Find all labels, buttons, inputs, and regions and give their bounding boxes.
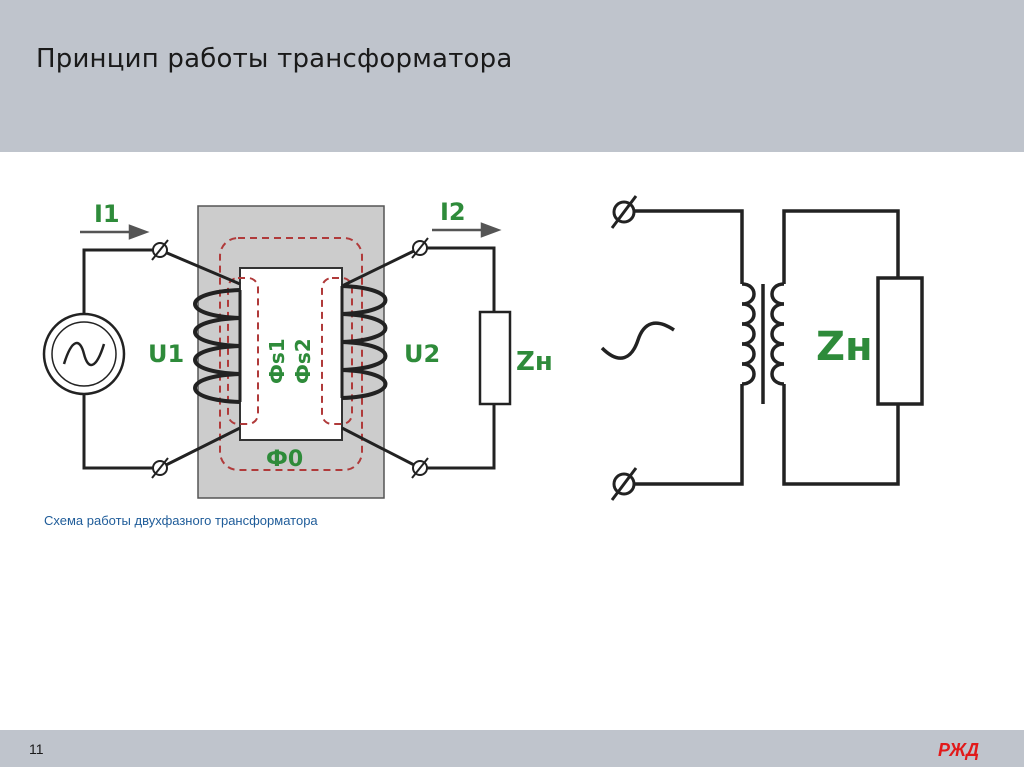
terminal-icon xyxy=(610,195,638,229)
label-phi-0: Ф0 xyxy=(266,447,303,472)
flux-leakage-secondary xyxy=(321,277,353,425)
diagram-caption: Схема работы двухфазного трансформатора xyxy=(44,513,318,528)
terminal-icon xyxy=(610,467,638,501)
slide-footer: 11 РЖД xyxy=(0,730,1024,767)
label-phi-s1: Фs1 xyxy=(265,338,289,384)
ac-source xyxy=(42,312,126,396)
flux-leakage-primary xyxy=(227,277,259,425)
rzd-logo: РЖД xyxy=(938,740,979,760)
slide-title: Принцип работы трансформатора xyxy=(36,44,513,74)
label-zn-right: Zн xyxy=(816,324,873,370)
flux-main-path xyxy=(219,237,363,471)
label-i1: I1 xyxy=(94,200,120,228)
primary-winding xyxy=(193,288,242,404)
schematic-primary-coil xyxy=(740,282,756,398)
terminal-icon xyxy=(151,239,169,261)
transformer-diagram: I1 I2 U1 U2 Zн Фs1 Фs2 Ф0 xyxy=(42,195,924,501)
label-i2: I2 xyxy=(440,198,466,226)
label-u2: U2 xyxy=(404,340,440,368)
label-zn-left: Zн xyxy=(516,347,553,377)
primary-circuit-wires xyxy=(82,248,241,470)
page-number: 11 xyxy=(29,741,44,757)
terminal-icon xyxy=(151,457,169,479)
terminal-icon xyxy=(411,457,429,479)
label-u1: U1 xyxy=(148,340,184,368)
terminals-right xyxy=(610,195,638,501)
terminal-icon xyxy=(411,237,429,259)
sine-wave-icon xyxy=(62,342,106,366)
terminals-left xyxy=(151,237,429,479)
ac-symbol-icon xyxy=(600,321,675,360)
load-resistor-left xyxy=(478,310,512,406)
slide-header: Принцип работы трансформатора xyxy=(0,0,1024,152)
flux-paths xyxy=(219,237,363,471)
rzd-logo-text: РЖД xyxy=(938,740,979,760)
secondary-winding xyxy=(340,284,388,400)
secondary-circuit-wires xyxy=(341,246,496,470)
schematic-wires xyxy=(630,209,900,486)
label-phi-s2: Фs2 xyxy=(291,338,315,384)
current-arrows xyxy=(80,222,502,240)
schematic-secondary-coil xyxy=(770,282,786,398)
load-resistor-right xyxy=(876,276,924,406)
